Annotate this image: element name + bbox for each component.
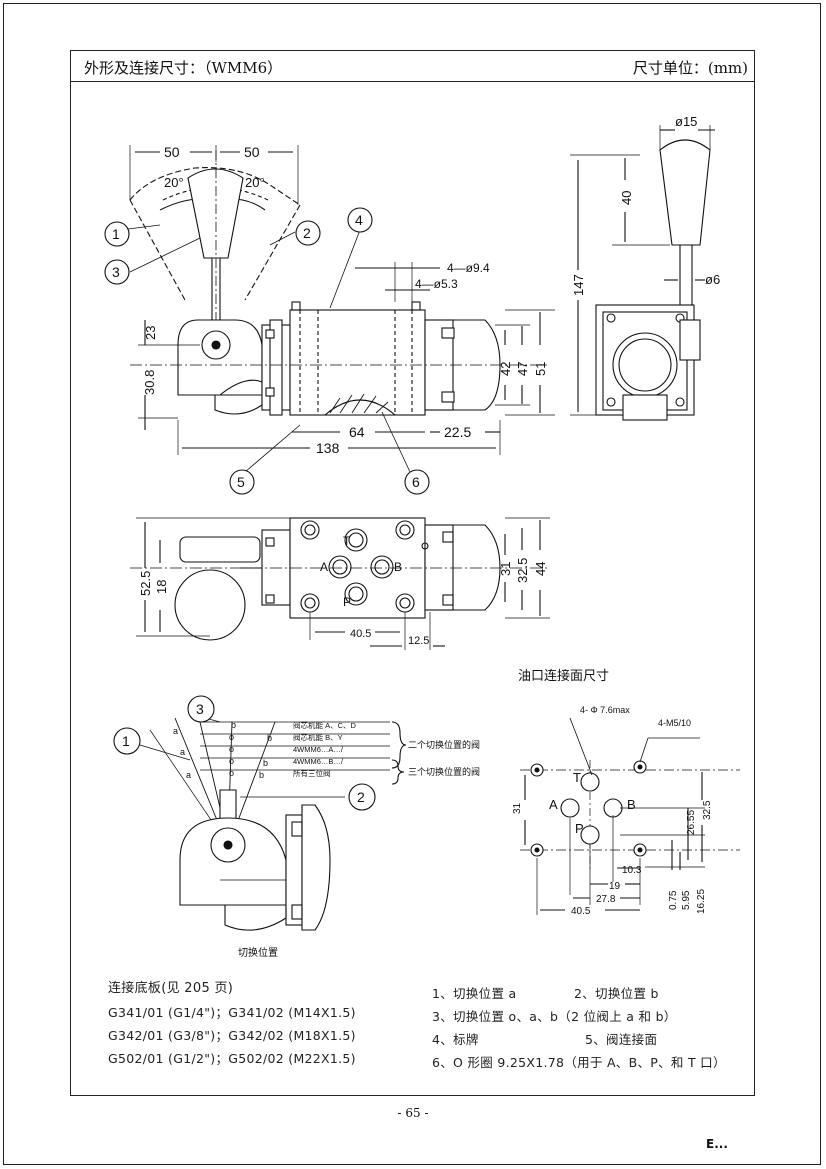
end-view <box>570 125 715 421</box>
letter-a1: a <box>173 726 178 736</box>
dim-h44: 44 <box>533 562 548 576</box>
letter-b3: b <box>263 758 268 768</box>
dim-angle-right: 20° <box>245 175 265 190</box>
dim-h19: 19 <box>609 881 621 892</box>
side-view <box>104 145 555 495</box>
dim-v31: 31 <box>512 802 523 814</box>
letter-o4: o <box>229 768 234 778</box>
dim-h30-8: 30.8 <box>142 370 157 395</box>
dim-l22-5: 22.5 <box>444 424 471 440</box>
legend-item-6: 6、O 形圈 9.25X1.78（用于 A、B、P、和 T 口） <box>432 1055 726 1070</box>
interface-hole-a: 4- Φ 7.6max <box>580 705 630 715</box>
switch-callout-3: 3 <box>196 701 204 717</box>
dim-v32-5: 32.5 <box>702 800 713 820</box>
callout-5: 5 <box>237 474 245 490</box>
unit-label: 尺寸单位：(mm) <box>632 59 748 77</box>
dim-v0-75: 0.75 <box>668 890 679 910</box>
dim-hole-9-4: 4—ø9.4 <box>447 261 490 275</box>
legend-item-3: 3、切换位置 o、a、b（2 位阀上 a 和 b） <box>432 1009 677 1024</box>
port-a-top: A <box>320 560 328 574</box>
dim-h147: 147 <box>571 274 586 296</box>
base-plate-row-1: G341/01 (G1/4")；G341/02 (M14X1.5) <box>108 1005 356 1020</box>
switch-table-row-5: 所有三位阀 <box>293 768 331 778</box>
callout-6: 6 <box>412 474 420 490</box>
interface-caption: 油口连接面尺寸 <box>518 668 609 683</box>
base-plates-title: 连接底板(见 205 页) <box>108 981 234 996</box>
dim-l12-5: 12.5 <box>408 635 429 647</box>
letter-b1: b <box>231 720 236 730</box>
switch-callout-1: 1 <box>122 733 130 749</box>
page-border <box>3 3 821 1165</box>
port-p: P <box>575 821 584 836</box>
dim-w50-right: 50 <box>244 144 260 160</box>
page-number: - 65 - <box>397 1106 429 1120</box>
dim-angle-left: 20° <box>164 175 184 190</box>
port-b: B <box>627 797 636 812</box>
header-bar <box>70 50 755 82</box>
legend-item-5: 5、阀连接面 <box>585 1032 658 1047</box>
switch-table-row-3: 4WMM6…A…/ <box>293 745 344 754</box>
letter-o3: o <box>229 756 234 766</box>
switch-position-view <box>113 695 407 931</box>
dim-h31: 31 <box>498 562 513 576</box>
dim-h40: 40 <box>619 191 634 205</box>
interface-view <box>520 717 740 915</box>
dim-h52-5: 52.5 <box>138 571 153 596</box>
port-b-top: B <box>394 560 402 574</box>
dim-d15: ø15 <box>675 114 697 129</box>
letter-b2: b <box>267 733 272 743</box>
dim-h10-3: 10.3 <box>622 865 642 876</box>
corner-mark: E... <box>706 1137 728 1151</box>
interface-hole-b: 4-M5/10 <box>658 718 691 728</box>
dim-v5-95: 5.95 <box>681 890 692 910</box>
switch-table-row-2: 阀芯机能 B、Y <box>293 732 343 742</box>
dim-h47: 47 <box>515 362 530 376</box>
dim-l40-5: 40.5 <box>350 628 371 640</box>
dim-h18: 18 <box>154 580 169 594</box>
dim-v26-55: 26.55 <box>686 810 697 835</box>
letter-a2: a <box>180 747 185 757</box>
dim-h23: 23 <box>143 326 158 340</box>
switch-table-row-1: 阀芯机能 A、C、D <box>293 720 357 730</box>
group-three-positions: 三个切换位置的阀 <box>408 766 480 777</box>
base-plate-row-2: G342/01 (G3/8")；G342/02 (M18X1.5) <box>108 1028 356 1043</box>
dim-l138: 138 <box>316 440 340 456</box>
port-a: A <box>549 797 558 812</box>
letter-a3: a <box>186 770 191 780</box>
page-title: 外形及连接尺寸：（WMM6） <box>84 59 283 77</box>
group-two-positions: 二个切换位置的阀 <box>408 739 480 750</box>
base-plate-row-3: G502/01 (G1/2")；G502/02 (M22X1.5) <box>108 1051 356 1066</box>
port-t-top: T <box>343 534 351 548</box>
port-p-top: P <box>343 595 351 609</box>
letter-o2: o <box>229 744 234 754</box>
port-t: T <box>573 770 581 785</box>
dim-h40-5: 40.5 <box>571 906 591 917</box>
legend-item-1: 1、切换位置 a <box>432 986 517 1001</box>
legend-item-2: 2、切换位置 b <box>574 986 659 1001</box>
callout-1: 1 <box>112 226 120 242</box>
dim-hole-5-3: 4—ø5.3 <box>415 277 458 291</box>
dim-h51: 51 <box>533 362 548 376</box>
dim-h42: 42 <box>498 362 513 376</box>
letter-b4: b <box>259 770 264 780</box>
switch-callout-2: 2 <box>357 789 365 805</box>
callout-4: 4 <box>355 212 363 228</box>
top-view <box>130 517 550 650</box>
dim-v16-25: 16.25 <box>696 889 707 914</box>
callout-2: 2 <box>303 225 311 241</box>
dim-h32-5: 32.5 <box>515 558 530 583</box>
switch-caption: 切换位置 <box>238 946 278 959</box>
callout-3: 3 <box>112 264 120 280</box>
dim-h27-8: 27.8 <box>596 894 616 905</box>
dim-d6: ø6 <box>705 272 720 287</box>
letter-o1: o <box>229 732 234 742</box>
dim-w50-left: 50 <box>164 144 180 160</box>
legend-item-4: 4、标牌 <box>432 1032 479 1047</box>
switch-table-row-4: 4WMM6…B…/ <box>293 757 344 766</box>
dim-l64: 64 <box>349 424 365 440</box>
